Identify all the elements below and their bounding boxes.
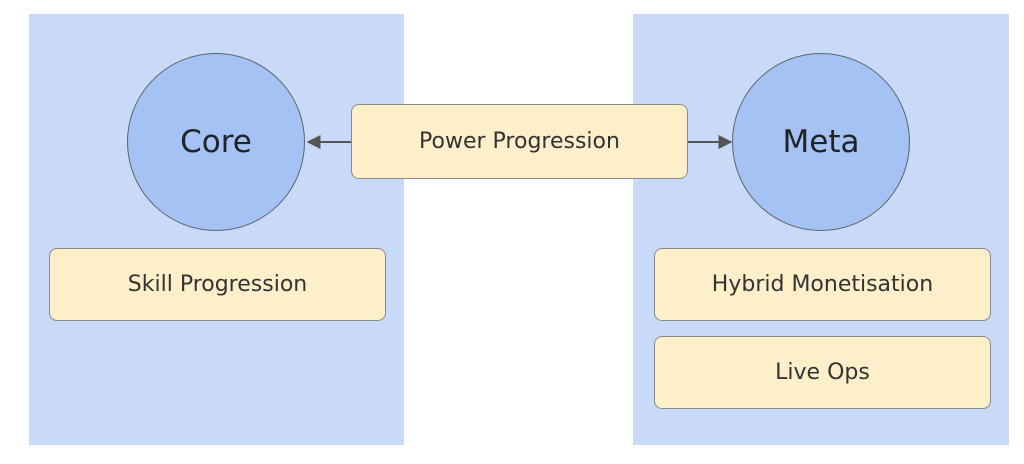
hybrid-monetisation-label: Hybrid Monetisation [711, 272, 934, 297]
skill-progression-label: Skill Progression [127, 272, 308, 297]
live-ops-label: Live Ops [775, 360, 870, 385]
core-node: Core [127, 53, 305, 231]
power-progression-box: Power Progression [351, 104, 688, 179]
power-progression-label: Power Progression [419, 129, 620, 154]
meta-label: Meta [782, 124, 860, 160]
core-label: Core [180, 124, 252, 160]
skill-progression-box: Skill Progression [49, 248, 386, 321]
live-ops-box: Live Ops [654, 336, 991, 409]
meta-node: Meta [732, 53, 910, 231]
hybrid-monetisation-box: Hybrid Monetisation [654, 248, 991, 321]
